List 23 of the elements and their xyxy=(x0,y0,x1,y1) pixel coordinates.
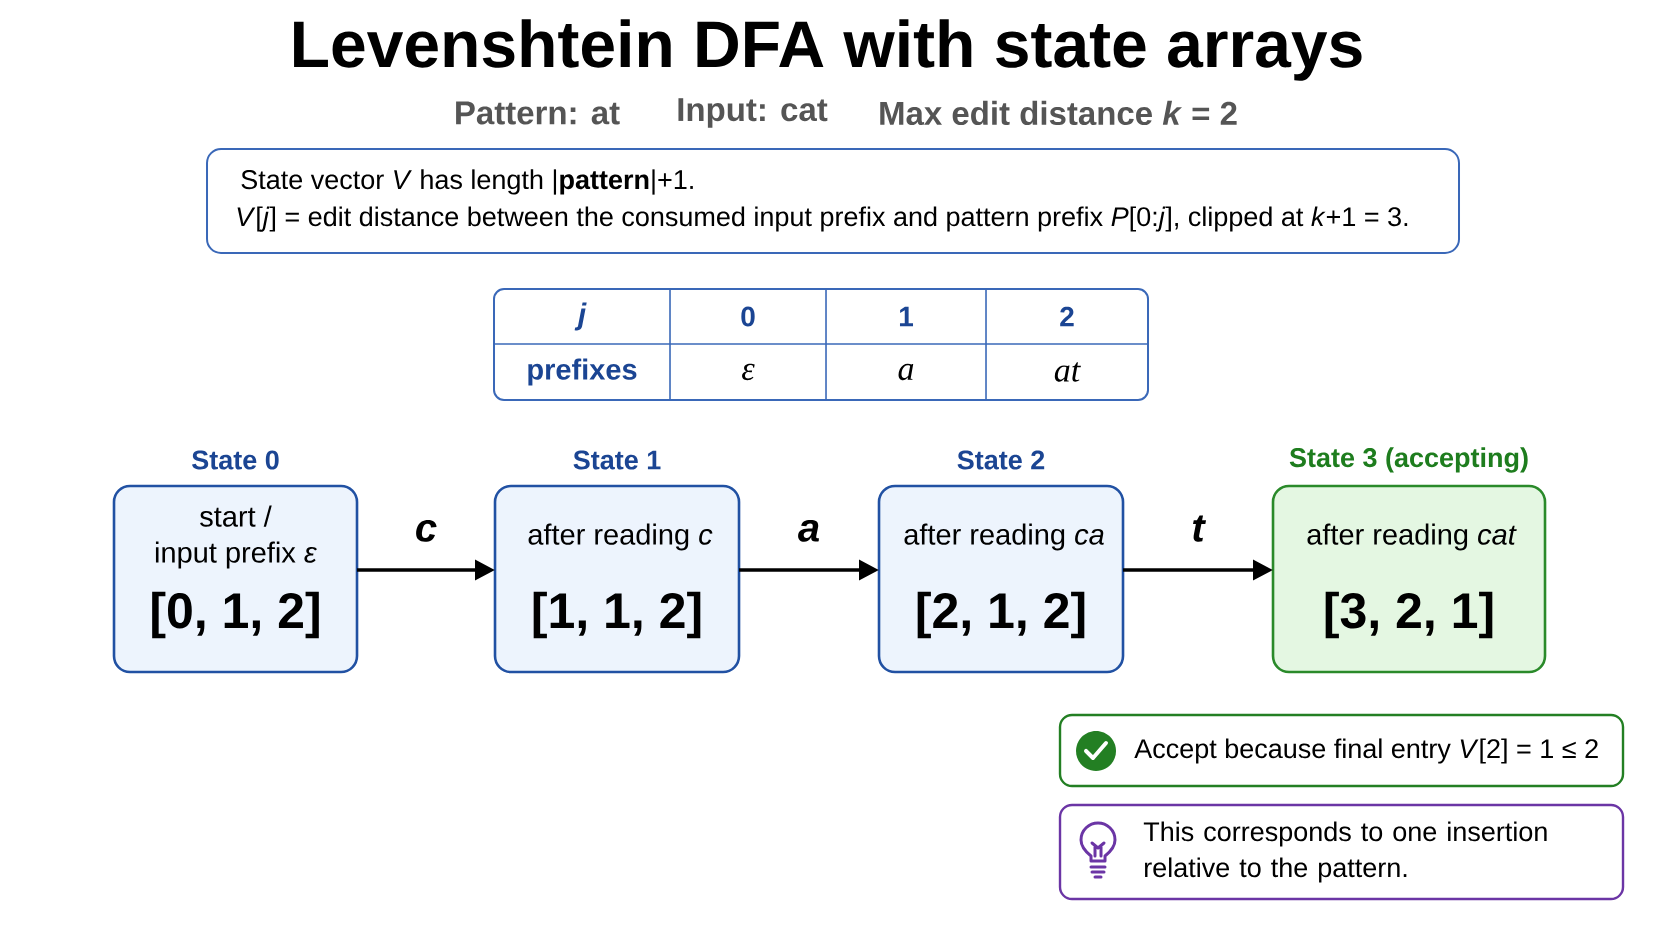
state-heading: State 3 (accepting) xyxy=(1289,447,1528,473)
edge-label: a xyxy=(798,519,819,542)
title: Levenshtein DFA with state arrays xyxy=(294,19,1362,81)
column-header: 0 xyxy=(741,306,755,327)
state-box: after reading ca [2, 1, 2] xyxy=(877,484,1125,674)
column-header: 2 xyxy=(1060,306,1074,327)
state-box: start / input prefix ε [0, 1, 2] xyxy=(112,484,359,674)
edge-label: t xyxy=(1193,515,1207,542)
prefix-text: ε xyxy=(742,363,755,381)
column-header: 1 xyxy=(900,306,913,327)
state-heading: State 0 xyxy=(192,450,279,470)
state-heading: State 1 xyxy=(573,450,661,470)
edge-label: c xyxy=(416,519,437,542)
state-heading: State 2 xyxy=(957,450,1045,470)
note-box: State vector V has length |pattern|+1. V[j] = edit distance between the consumed input prefix and pattern prefix P[0:j], clipped at k+1 = 3. xyxy=(206,148,1460,254)
prefix-text: at xyxy=(1054,362,1081,382)
state-box: after reading cat [3, 2, 1] xyxy=(1271,484,1547,674)
column-header: j xyxy=(574,302,587,331)
row-header: prefixes xyxy=(528,358,637,386)
result-box: Accept because final entry V[2] = 1 ≤ 2 xyxy=(1058,713,1625,788)
state-box: after reading c [1, 1, 2] xyxy=(493,484,741,674)
prefix-text: a xyxy=(898,363,914,381)
tip-box: This corresponds to one insertion relative to the pattern. xyxy=(1058,803,1625,901)
